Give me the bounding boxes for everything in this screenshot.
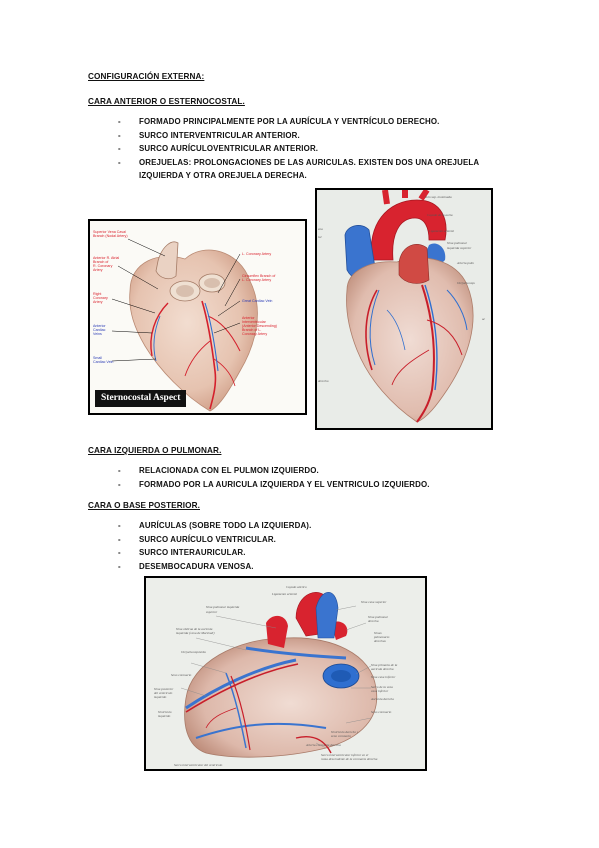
list-item: OREJUELAS: PROLONGACIONES DE LAS AURICUL… [118,156,479,183]
list-item: SURCO AURÍCULOVENTRICULAR ANTERIOR. [118,142,479,156]
svg-text:rama descendente de la coronar: rama descendente de la coronaria derecha [321,757,378,761]
svg-text:Cayado aórtico: Cayado aórtico [286,585,307,589]
svg-text:Circumflex Branch of: Circumflex Branch of [242,274,275,278]
svg-text:izquierda (vena de Marshall): izquierda (vena de Marshall) [176,631,215,635]
subtitle-cara-anterior: CARA ANTERIOR O ESTERNOCOSTAL. [88,97,245,106]
svg-text:Surco de la vena: Surco de la vena [371,685,393,689]
label-ligamento: Ligamento arterial [428,229,454,233]
svg-text:Small: Small [93,356,102,360]
svg-text:Venas: Venas [374,631,382,635]
label-arteria-pulm: Arteria pulm [456,261,475,265]
svg-text:Interventricular: Interventricular [242,320,267,324]
svg-text:Coronary Artery: Coronary Artery [242,332,267,336]
svg-text:pulmonares: pulmonares [373,635,390,639]
svg-text:sión sup. inominada: sión sup. inominada [425,195,452,199]
svg-text:Veins: Veins [93,332,102,336]
list-item: SURCO INTERVENTRICULAR ANTERIOR. [118,129,479,143]
subtitle-cara-izquierda: CARA IZQUIERDA O PULMONAR. [88,446,222,455]
svg-text:Anterior R. Atrial: Anterior R. Atrial [93,256,119,260]
heart-anterior-colored-figure: ena ior derecho sión sup. inominada Caya… [315,188,493,430]
list-item: FORMADO POR LA AURICULA IZQUIERDA Y EL V… [118,478,430,492]
heart-posterior-illustration: Cayado aórtico Ligamento arterial Vena p… [154,585,398,767]
svg-text:Superior Vena Caval: Superior Vena Caval [93,230,126,234]
svg-text:ior: ior [318,235,323,239]
subtitle-cara-posterior: CARA O BASE POSTERIOR. [88,501,200,510]
list-cara-anterior: FORMADO PRINCIPALMENTE POR LA AURÍCULA Y… [118,115,479,183]
svg-text:izquierda superior: izquierda superior [447,246,472,250]
svg-text:Orejuela izquierda: Orejuela izquierda [181,650,206,654]
svg-text:del ventrículo: del ventrículo [154,691,173,695]
svg-text:Right: Right [93,292,101,296]
list-item: RELACIONADA CON EL PULMON IZQUIERDO. [118,464,430,478]
svg-text:Vena pulmonar: Vena pulmonar [368,615,389,619]
svg-text:L. Coronary Artery: L. Coronary Artery [242,252,271,256]
svg-text:(Anterior Descending): (Anterior Descending) [242,324,277,328]
svg-text:Ligamento arterial: Ligamento arterial [271,592,297,596]
svg-text:izquierdo: izquierdo [158,714,171,718]
list-item: DESEMBOCADURA VENOSA. [118,560,311,574]
svg-text:Cardiac: Cardiac [93,328,106,332]
svg-text:Vena pulmonar izquierda: Vena pulmonar izquierda [206,605,240,609]
svg-text:Surco interventricular inferio: Surco interventricular inferior en el [321,753,368,757]
svg-text:seno coronario: seno coronario [331,734,351,738]
svg-text:R. Coronary: R. Coronary [93,264,113,268]
svg-text:Arteria coronaria derecha: Arteria coronaria derecha [305,743,341,747]
svg-text:ac: ac [482,317,486,321]
heart-sternocostal-figure: Superior Vena Caval Branch (Nodal Artery… [88,219,307,415]
label-cayado: Cayado de la aorta [427,213,453,217]
svg-text:superior: superior [206,610,218,614]
svg-text:L. Coronary Artery: L. Coronary Artery [242,278,271,282]
svg-text:izquierdo: izquierdo [154,695,167,699]
svg-text:Cardiac Vein: Cardiac Vein [93,360,113,364]
list-item: FORMADO PRINCIPALMENTE POR LA AURÍCULA Y… [118,115,479,129]
svg-text:Branch of L.: Branch of L. [242,328,261,332]
heart-anterior-illustration: ena ior derecho sión sup. inominada Caya… [318,190,486,423]
svg-text:Anterior: Anterior [93,324,106,328]
svg-text:Vena primaria de la: Vena primaria de la [371,663,398,667]
svg-text:Vena oblicua de la aurícula: Vena oblicua de la aurícula [176,627,213,631]
svg-text:derecha: derecha [368,619,379,623]
heart-sternocostal-illustration: Superior Vena Caval Branch (Nodal Artery… [93,230,277,412]
svg-text:Great Cardiac Vein: Great Cardiac Vein [242,299,272,303]
svg-text:Aurícula derecha: Aurícula derecha [370,697,394,701]
list-cara-posterior: AURÍCULAS (SOBRE TODO LA IZQUIERDA). SUR… [118,519,311,573]
svg-text:Anterior: Anterior [242,316,255,320]
svg-text:Artery: Artery [93,268,103,272]
svg-text:derechas: derechas [374,639,386,643]
svg-text:ena: ena [318,227,323,231]
svg-text:aurícula derecha: aurícula derecha [371,667,394,671]
svg-text:Vena pulmonar: Vena pulmonar [447,241,468,245]
svg-text:Vena cava inferior: Vena cava inferior [371,675,396,679]
svg-text:Vena cava superior: Vena cava superior [361,600,387,604]
svg-text:Ventrículo derecho y: Ventrículo derecho y [331,730,359,734]
svg-text:Surco interventricular del ven: Surco interventricular del ventrículo [174,763,223,767]
list-item: AURÍCULAS (SOBRE TODO LA IZQUIERDA). [118,519,311,533]
heart-posterior-figure: Cayado aórtico Ligamento arterial Vena p… [144,576,427,771]
svg-text:Coronary: Coronary [93,296,108,300]
svg-text:cava inferior: cava inferior [371,689,389,693]
svg-text:Artery: Artery [93,300,103,304]
svg-text:Ventrículo: Ventrículo [158,710,172,714]
svg-text:derecho: derecho [318,379,329,383]
svg-text:Seno coronario: Seno coronario [371,710,392,714]
label-orejuela: Orejuela izqu [457,281,475,285]
list-item: SURCO AURÍCULO VENTRICULAR. [118,533,311,547]
list-cara-izquierda: RELACIONADA CON EL PULMON IZQUIERDO. FOR… [118,464,430,491]
svg-text:Seno coronario: Seno coronario [171,673,192,677]
section-title-configuracion: CONFIGURACIÓN EXTERNA: [88,72,205,81]
figure-caption: Sternocostal Aspect [95,390,187,407]
svg-text:Vena posterior: Vena posterior [154,687,174,691]
list-item: SURCO INTERAURICULAR. [118,546,311,560]
svg-text:Branch of: Branch of [93,260,108,264]
svg-text:Branch (Nodal Artery): Branch (Nodal Artery) [93,234,128,238]
